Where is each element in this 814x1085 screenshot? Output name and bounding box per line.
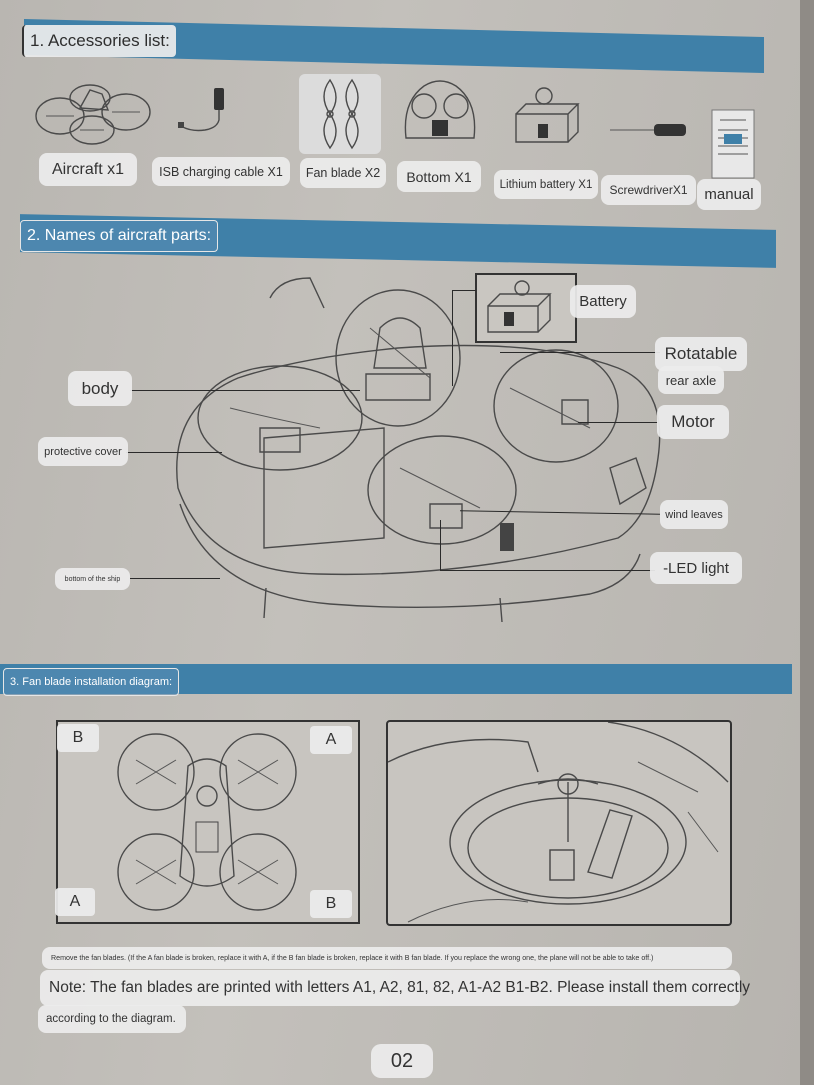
battery-icon — [515, 87, 580, 143]
fan-closeup-panel — [386, 720, 732, 926]
fan-blade-card — [299, 74, 381, 154]
aircraft-diagram — [176, 277, 661, 623]
leader-led-v — [440, 520, 441, 570]
leader-motor — [578, 422, 658, 423]
fan-installation-closeup — [388, 722, 729, 923]
leader-body — [130, 390, 360, 391]
diagram-letter-bottom-right: B — [310, 890, 352, 918]
accessory-label-bottom: Bottom X1 — [397, 161, 481, 192]
bottom-shell-icon — [404, 80, 476, 139]
section-1-heading: 1. Accessories list: — [22, 25, 176, 57]
part-label-motor: Motor — [657, 405, 729, 439]
part-label-rotatable: Rotatable — [655, 337, 747, 371]
leader-battery-v — [452, 290, 453, 386]
screwdriver-icon — [610, 124, 686, 136]
part-label-wind-leaves: wind leaves — [660, 500, 728, 529]
part-label-body: body — [68, 371, 132, 406]
leader-battery-h — [452, 290, 476, 291]
leader-led-h — [440, 570, 655, 571]
leader-rotatable — [500, 352, 660, 353]
accessory-label-battery: Lithium battery X1 — [494, 170, 598, 199]
leader-protective-cover — [126, 452, 222, 453]
accessory-label-fan-blade: Fan blade X2 — [300, 158, 386, 188]
accessory-label-screwdriver: ScrewdriverX1 — [601, 175, 696, 205]
part-label-battery: Battery — [570, 285, 636, 318]
part-label-protective-cover: protective cover — [38, 437, 128, 466]
diagram-letter-bottom-left: A — [55, 888, 95, 916]
accessory-label-cable: ISB charging cable X1 — [152, 157, 290, 186]
leader-bottom-ship — [130, 578, 220, 579]
page-number: 02 — [371, 1044, 433, 1078]
accessory-label-manual: manual — [697, 179, 761, 210]
quadcopter-top-view — [117, 733, 297, 911]
instruction-text: Remove the fan blades. (If the A fan bla… — [42, 947, 732, 969]
diagram-letter-top-left: B — [57, 724, 99, 752]
charging-cable-icon — [178, 88, 224, 132]
part-label-rear-axle: rear axle — [658, 366, 724, 394]
part-label-led-light: -LED light — [650, 552, 742, 584]
note-line-1: Note: The fan blades are printed with le… — [40, 970, 750, 1006]
section-3-heading: 3. Fan blade installation diagram: — [3, 668, 180, 696]
manual-icon — [711, 109, 755, 179]
fan-blade-icon — [323, 78, 359, 150]
diagram-letter-top-right: A — [310, 726, 352, 754]
note-line-2: according to the diagram. — [38, 1005, 186, 1033]
aircraft-icon — [35, 84, 151, 145]
part-label-bottom-ship: bottom of the ship — [55, 568, 130, 590]
battery-inset-icon — [487, 280, 552, 333]
section-2-heading: 2. Names of aircraft parts: — [20, 220, 219, 252]
accessory-label-aircraft: Aircraft x1 — [39, 153, 137, 186]
